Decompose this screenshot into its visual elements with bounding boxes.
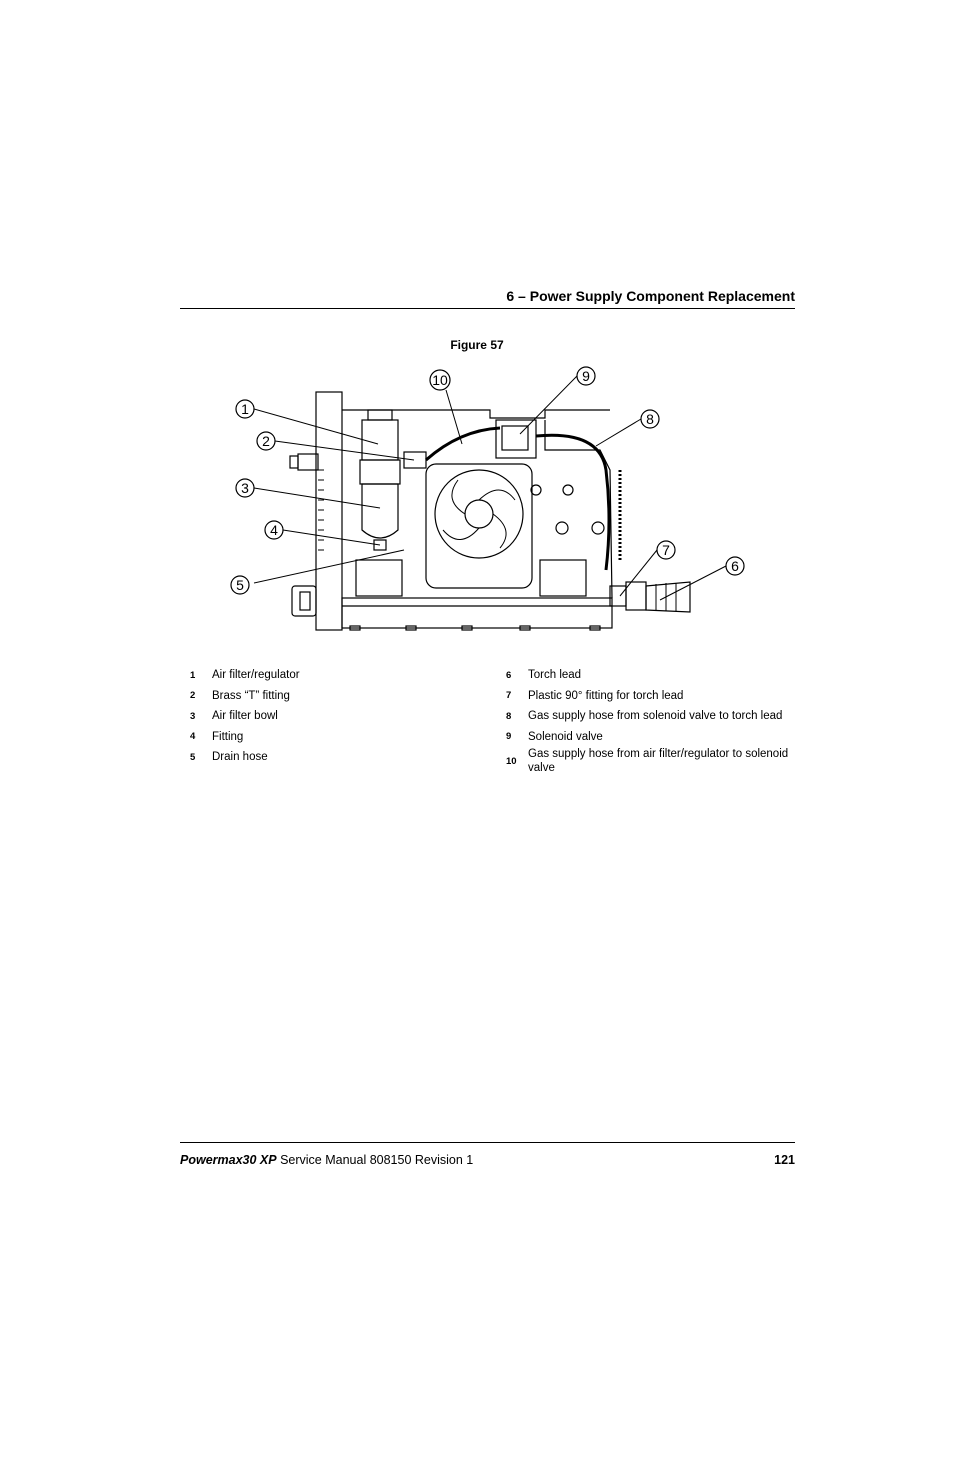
callout-6: 6 xyxy=(731,558,739,574)
callout-3: 3 xyxy=(241,480,249,496)
callout-2: 2 xyxy=(262,433,270,449)
legend-text: Drain hose xyxy=(212,751,268,764)
callout-circle-9 xyxy=(576,366,596,386)
legend-number: 3 xyxy=(190,710,196,722)
legend-text: Torch lead xyxy=(528,669,582,682)
legend-text: Gas supply hose from solenoid valve to t… xyxy=(528,710,783,723)
legend-left: 1 Air filter/regulator 2 Brass “T” fitting… xyxy=(190,665,300,768)
legend-right: 6 Torch lead 7 Plastic 90° fitting for tor… xyxy=(506,665,796,775)
front-panel-vents xyxy=(318,469,324,551)
gas-hose-solenoid-to-torch xyxy=(535,433,611,571)
legend-item: 5 Drain hose xyxy=(190,747,300,768)
legend-number: 2 xyxy=(190,690,196,702)
legend-item: 6 Torch lead xyxy=(506,665,796,686)
gas-hose-regulator-to-solenoid xyxy=(425,426,501,462)
legend-item: 3 Air filter bowl xyxy=(190,706,300,727)
legend-number: 7 xyxy=(506,690,512,702)
transformer xyxy=(355,559,403,597)
section-title: 6 – Power Supply Component Replacement xyxy=(506,288,795,304)
legend-text: Air filter bowl xyxy=(212,710,278,723)
legend-item: 2 Brass “T” fitting xyxy=(190,686,300,707)
callout-8: 8 xyxy=(646,411,654,427)
legend-text: Air filter/regulator xyxy=(212,669,300,682)
legend-item: 4 Fitting xyxy=(190,727,300,748)
footer-manual: Service Manual 808150 Revision 1 xyxy=(280,1153,474,1167)
callout-circle-5 xyxy=(230,575,250,595)
callout-1: 1 xyxy=(241,401,249,417)
legend-text: Plastic 90° fitting for torch lead xyxy=(528,689,684,702)
chassis-base xyxy=(341,597,613,629)
front-connector xyxy=(291,585,317,617)
page-number: 121 xyxy=(774,1153,795,1167)
solenoid-valve xyxy=(495,419,537,459)
legend-item: 1 Air filter/regulator xyxy=(190,665,300,686)
header-rule xyxy=(180,308,795,309)
callout-10: 10 xyxy=(432,372,448,388)
callout-5: 5 xyxy=(236,577,244,593)
legend-text: Fitting xyxy=(212,730,244,743)
figure-caption: Figure 57 xyxy=(450,338,504,352)
footer: Powermax30 XP Service Manual 808150 Revi… xyxy=(180,1153,795,1167)
legend-number: 4 xyxy=(190,731,196,743)
legend-number: 9 xyxy=(506,731,512,743)
callout-circle-3 xyxy=(235,478,255,498)
cooling-fan xyxy=(425,463,533,589)
front-panel xyxy=(315,391,343,631)
legend-number: 5 xyxy=(190,751,196,763)
legend-text: Solenoid valve xyxy=(528,730,603,743)
callout-circle-7 xyxy=(656,540,676,560)
callout-circle-2 xyxy=(256,431,276,451)
figure-57-diagram: 1 2 3 4 5 6 7 8 9 10 xyxy=(230,366,745,631)
footer-rule xyxy=(180,1142,795,1143)
fitting xyxy=(373,539,387,551)
legend-number: 6 xyxy=(506,669,512,681)
callout-circle-4 xyxy=(264,520,284,540)
callout-leaders xyxy=(253,375,727,601)
legend-item: 7 Plastic 90° fitting for torch lead xyxy=(506,686,796,707)
legend-number: 1 xyxy=(190,669,196,681)
air-filter-bowl xyxy=(361,483,399,539)
legend-item: 9 Solenoid valve xyxy=(506,727,796,748)
callout-circle-10 xyxy=(429,369,451,391)
callout-circle-6 xyxy=(725,556,745,576)
legend-number: 8 xyxy=(506,710,512,722)
callout-circle-8 xyxy=(640,409,660,429)
callout-7: 7 xyxy=(662,542,670,558)
capacitor-block xyxy=(539,559,587,597)
footer-product: Powermax30 XP xyxy=(180,1153,277,1167)
legend-text: Brass “T” fitting xyxy=(212,689,290,702)
callout-9: 9 xyxy=(582,368,590,384)
chassis-top xyxy=(342,409,610,419)
legend-text: Gas supply hose from air filter/regulato… xyxy=(528,748,789,774)
legend-item: 10 Gas supply hose from air filter/regula… xyxy=(506,747,796,775)
legend-number: 10 xyxy=(506,755,517,767)
side-board xyxy=(544,420,613,599)
legend-item: 8 Gas supply hose from solenoid valve to … xyxy=(506,706,796,727)
inlet-fitting xyxy=(289,455,299,469)
brass-t-fitting xyxy=(403,451,427,469)
callout-circle-1 xyxy=(235,399,255,419)
torch-lead xyxy=(645,581,691,613)
callout-4: 4 xyxy=(270,522,278,538)
base-feet xyxy=(349,625,601,631)
